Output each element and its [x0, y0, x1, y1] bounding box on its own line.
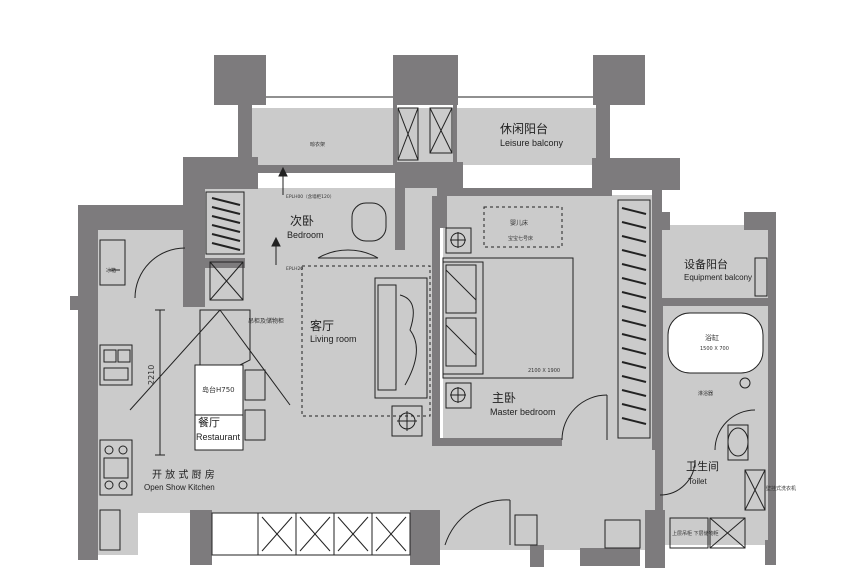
bedroom-wardrobe [205, 191, 245, 255]
crib-size-label: 宝宝七号床 [508, 235, 533, 242]
kitchen-floor [98, 300, 138, 555]
balcony-floor [238, 108, 608, 165]
bathtub [667, 312, 764, 374]
toilet-en: Toilet [688, 477, 707, 486]
left-nook-floor [98, 230, 188, 300]
bedroom-en: Bedroom [287, 230, 324, 240]
corridor-floor [437, 440, 655, 550]
kitchen-en: Open Show Kitchen [144, 483, 215, 492]
laundry-label: 壁挂式洗衣机 [766, 485, 796, 492]
stove [99, 439, 133, 496]
master-wardrobe [617, 199, 651, 439]
balcony-window-2 [429, 107, 453, 154]
dimension-label: 2210 [147, 365, 156, 385]
labels: 休闲阳台 Leisure balcony 次卧 Bedroom 客厅 Livin… [106, 121, 796, 537]
equipment-balcony-en: Equipment balcony [684, 273, 752, 282]
restaurant-cn: 餐厅 [198, 415, 220, 429]
sofa [374, 277, 428, 399]
bathtub-size: 1500 X 700 [700, 346, 729, 352]
equipment-balcony-cn: 设备阳台 [684, 257, 728, 271]
dimension-arrows [271, 166, 288, 265]
bar-counter-label: 岛台H750 [202, 385, 235, 394]
living-room-en: Living room [310, 334, 357, 344]
leisure-balcony-cn: 休闲阳台 [500, 121, 548, 136]
toilet-cn: 卫生间 [686, 459, 719, 473]
furniture [99, 96, 768, 556]
leisure-balcony-en: Leisure balcony [500, 138, 564, 148]
door-note-1: EPLH00（含墙柜120） [286, 193, 334, 200]
equipment-balcony-floor [660, 225, 768, 310]
walls [70, 55, 776, 568]
bedroom-chair [351, 202, 387, 242]
washer [744, 469, 766, 511]
crib-label: 婴儿床 [510, 219, 528, 227]
cabinet-label: 上层吊柜 下层储物柜 [672, 530, 719, 537]
master-bedroom-cn: 主卧 [492, 391, 516, 405]
wall-cabinet-label: 吊柜及储物柜 [248, 317, 284, 325]
crib [483, 206, 563, 248]
living-room-cn: 客厅 [310, 318, 334, 333]
bathtub-label: 浴缸 [705, 333, 719, 342]
bottom-cabinets [211, 512, 411, 556]
bedroom-cn: 次卧 [290, 214, 314, 228]
restaurant-en: Restaurant [196, 432, 241, 442]
living-rug [301, 265, 431, 417]
fridge-label: 冰箱 [106, 267, 116, 274]
kitchen-cn: 开 放 式 厨 房 [152, 468, 215, 481]
bed-size: 2100 X 1900 [528, 368, 560, 374]
balcony-note: 晾衣架 [310, 141, 325, 148]
kitchen-island [199, 309, 251, 366]
shower-label: 淋浴器 [698, 390, 713, 397]
master-bedroom-en: Master bedroom [490, 407, 556, 417]
door-note-2: EPLH20 [286, 266, 303, 272]
kitchen-sink [99, 344, 133, 386]
balcony-window [397, 107, 419, 161]
